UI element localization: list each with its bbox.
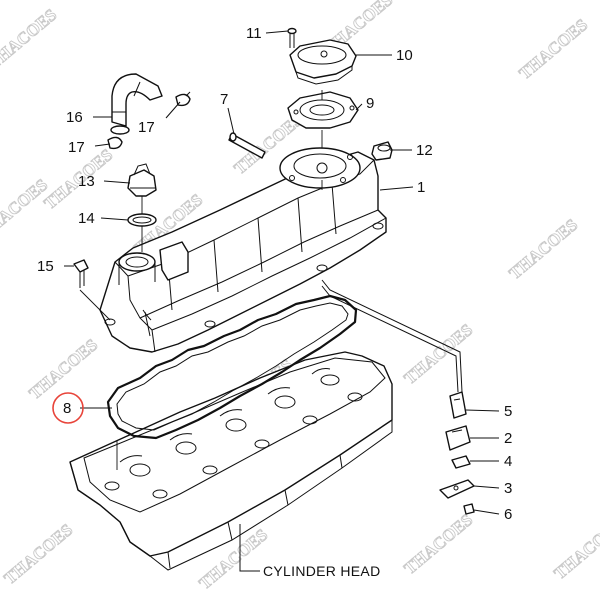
callout-3: 3: [504, 480, 512, 497]
bracket: [439, 479, 475, 499]
callout-9: 9: [366, 95, 374, 112]
cylinder-head-label: CYLINDER HEAD: [263, 563, 380, 579]
leader-lines: [64, 30, 500, 572]
callout-13: 13: [78, 173, 95, 190]
watermark: THACOES: [195, 525, 271, 593]
rubber-plug: [371, 141, 393, 161]
screw: [287, 27, 297, 48]
watermark: THACOES: [400, 320, 476, 388]
clip: [445, 425, 471, 451]
callout-12: 12: [416, 142, 433, 159]
cylinder-head: [69, 351, 393, 571]
callout-7: 7: [220, 91, 228, 108]
pipe-pin: [228, 132, 266, 159]
callout-16: 16: [66, 109, 83, 126]
callouts: 11 10 9 7 12 1 16 17 17 13 14 15 8 5 2 4…: [37, 25, 512, 523]
watermark: THACOES: [400, 510, 476, 578]
watermark: THACOES: [0, 175, 51, 243]
grommet: [449, 391, 467, 419]
breather-diaphragm: [287, 91, 359, 129]
valve-cover: [99, 147, 387, 353]
o-ring: [127, 213, 157, 227]
breather-hose: [110, 73, 163, 135]
washer: [451, 455, 471, 469]
callout-15: 15: [37, 258, 54, 275]
callout-17-lower: 17: [68, 139, 85, 156]
cover-bolt: [73, 259, 89, 288]
breather-cap: [289, 39, 357, 85]
oil-filler-cap: [127, 163, 157, 197]
callout-8-highlight-circle: [52, 392, 84, 424]
nut: [463, 503, 475, 515]
callout-2: 2: [504, 430, 512, 447]
callout-11: 11: [246, 25, 262, 42]
watermark: THACOES: [25, 335, 101, 403]
watermark: THACOES: [550, 515, 600, 583]
callout-6: 6: [504, 506, 512, 523]
callout-10: 10: [396, 47, 413, 64]
callout-4: 4: [504, 453, 512, 470]
callout-17-upper: 17: [138, 119, 155, 136]
callout-1: 1: [417, 179, 425, 196]
watermark: THACOES: [0, 5, 60, 73]
callout-5: 5: [504, 403, 512, 420]
valve-cover-gasket: [106, 294, 358, 440]
watermark: THACOES: [515, 15, 591, 83]
oil-pipe: [321, 279, 463, 393]
watermark: THACOES: [0, 520, 76, 588]
callout-8: 8: [63, 400, 71, 417]
callout-14: 14: [78, 210, 95, 227]
hose-clamp: [175, 91, 191, 107]
watermark: THACOES: [505, 215, 581, 283]
hose-clamp: [107, 136, 123, 150]
